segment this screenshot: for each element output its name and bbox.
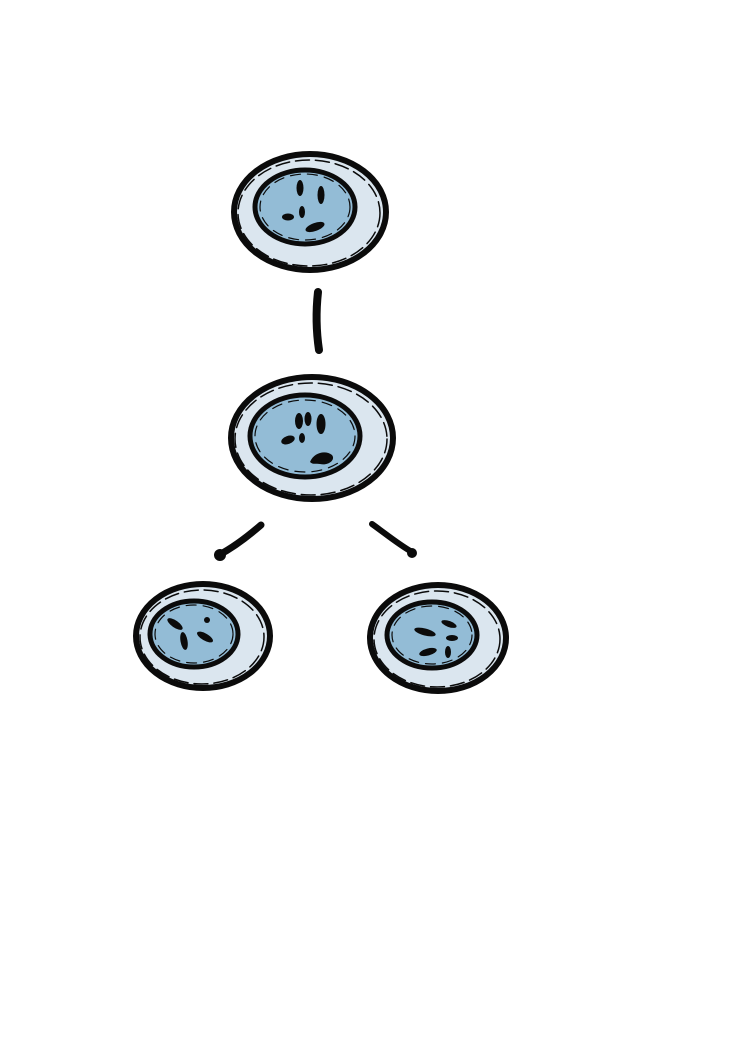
chromosome [281,435,295,445]
nucleus [252,167,358,247]
chromosome [305,221,325,233]
cell-membrane-sketch [234,382,388,496]
nucleus-sketch [259,173,351,241]
connector-parent-to-middle [312,288,323,354]
cell-membrane-sketch [373,590,501,688]
chromosomes [414,620,458,658]
nucleus-sketch [391,605,473,665]
nucleus [247,392,363,480]
chromosomes [281,412,334,465]
chromosome [419,647,437,657]
middle-cell [228,374,396,502]
connectors [214,288,417,561]
connector-middle-to-right-daughter [369,521,415,555]
connector-middle-to-left-daughter [215,521,265,559]
cell-membrane-sketch [139,589,265,685]
chromosome [299,433,305,443]
chromosome [441,620,457,628]
chromosome [310,452,334,465]
nucleus [147,598,241,670]
nucleus-sketch [254,399,356,473]
chromosome [180,632,188,650]
chromosome [304,412,312,426]
connector-right-tip [407,548,417,558]
nucleus-sketch [154,604,234,664]
connector-left-tip [214,549,226,561]
daughter-cell-left [133,581,273,691]
chromosome [295,413,303,429]
chromosome [446,635,458,641]
chromosomes [282,180,325,233]
chromosome [167,618,183,630]
chromosome [316,414,326,434]
chromosome [197,631,213,643]
chromosomes [167,617,213,650]
parent-cell [231,151,389,273]
chromosome [414,627,436,637]
daughter-cell-right [367,582,509,694]
chromosome [296,180,304,196]
chromosome [204,617,210,623]
cell-membrane-sketch [237,159,381,267]
chromosome [299,206,305,218]
chromosome [445,646,451,658]
chromosome [317,186,325,204]
chromosome [282,213,294,221]
